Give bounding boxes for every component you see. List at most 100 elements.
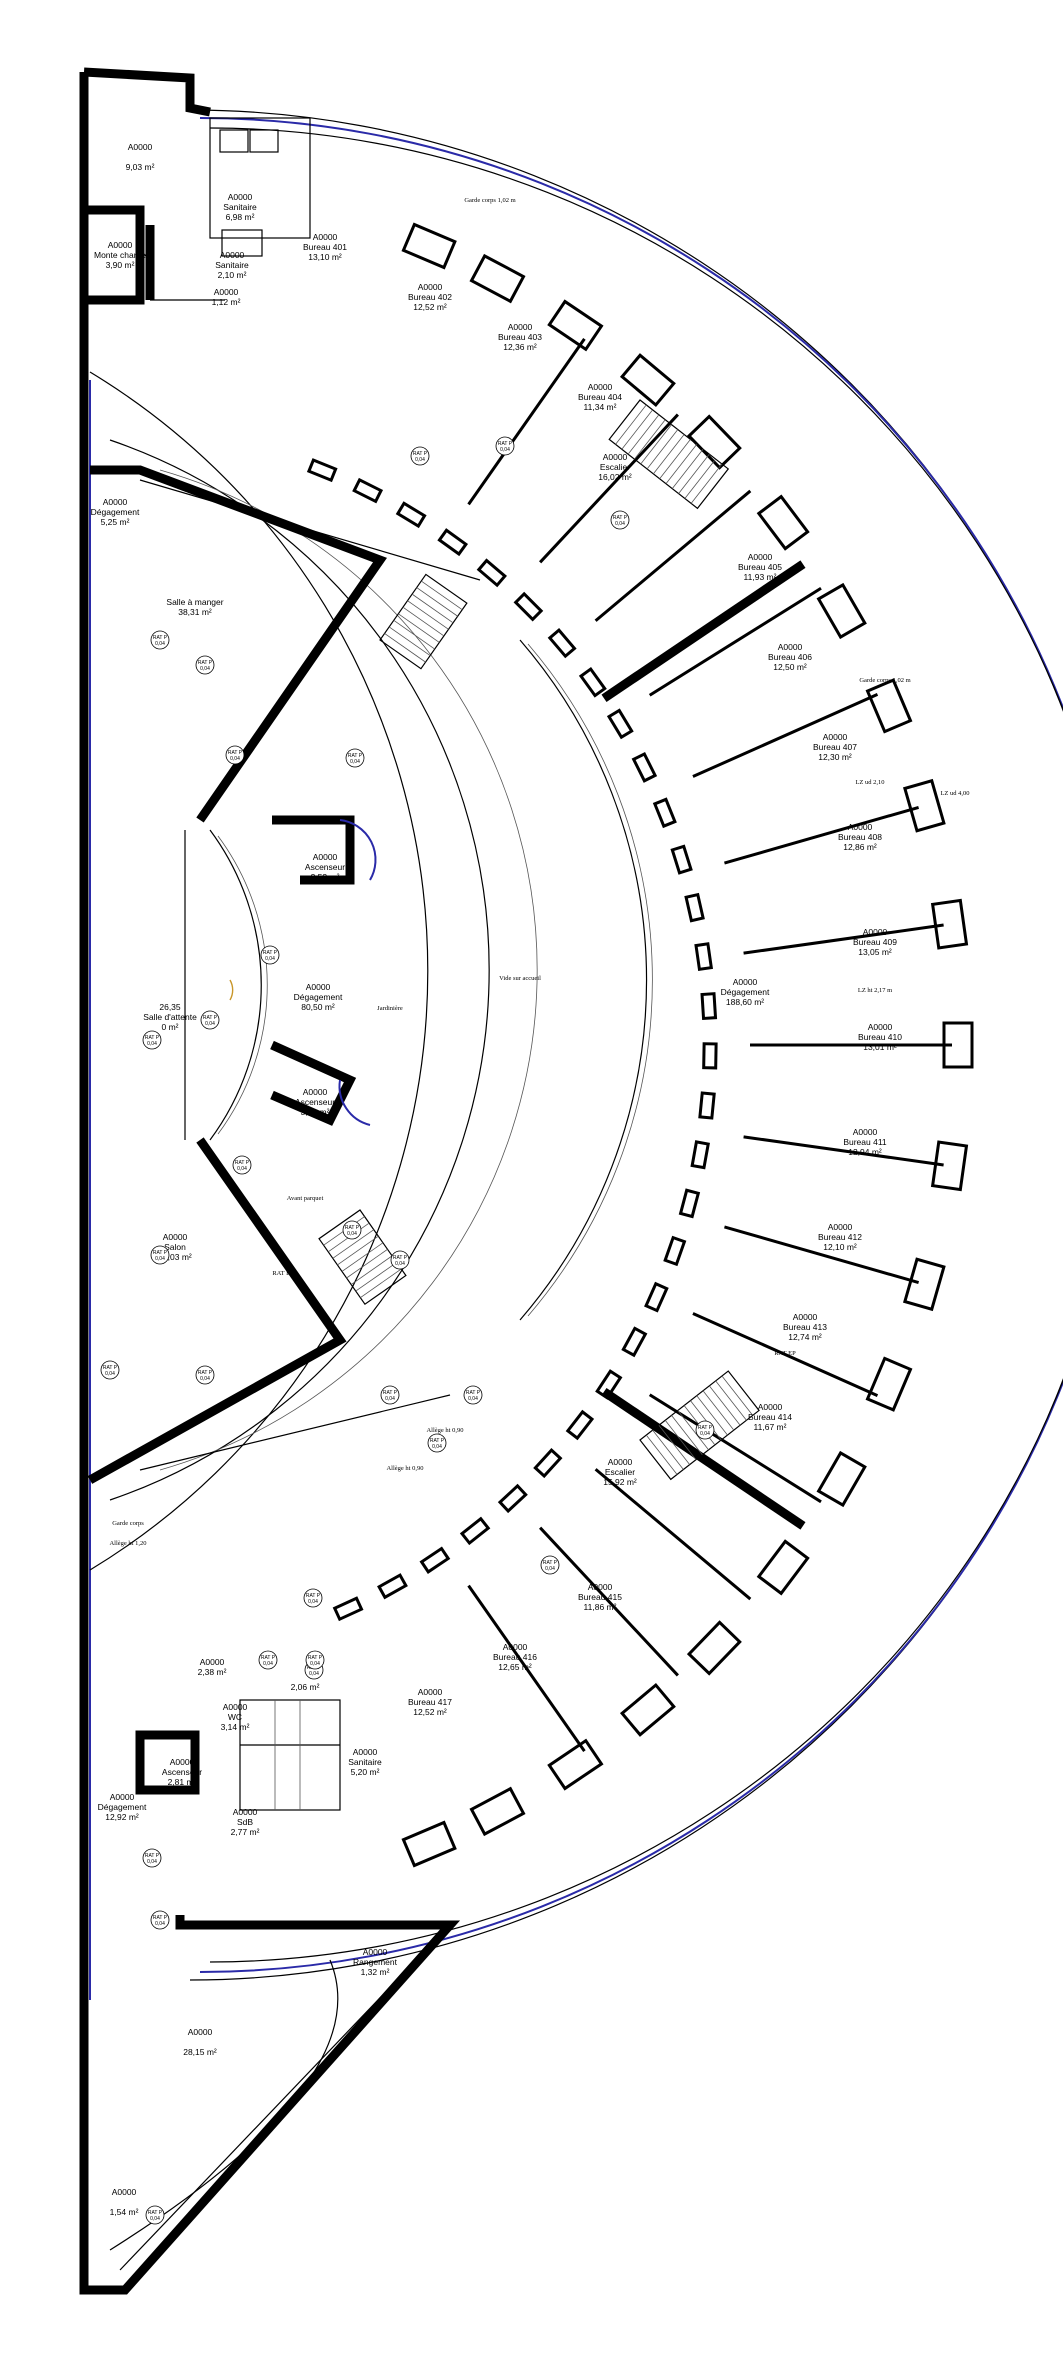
room-label: A0000: [603, 452, 628, 462]
room-label: 12,86 m²: [843, 842, 877, 852]
room-tag-circle: [695, 1420, 715, 1440]
room-label: A0000: [863, 927, 888, 937]
room-tag-text: 0,04: [308, 1599, 318, 1605]
room-tag-text: 0,04: [545, 1566, 555, 1572]
room-label: Bureau 401: [303, 242, 347, 252]
office-partition: [692, 1312, 879, 1397]
room-tag-text: RAT P: [345, 1225, 360, 1231]
facade-pier: [547, 299, 604, 352]
room-tag: RAT P0,04: [150, 1910, 170, 1930]
stair-tread: [640, 424, 672, 465]
room-label: 6,98 m²: [226, 212, 255, 222]
room-label: 1,54 m²: [110, 2207, 139, 2217]
corridor-column: [702, 1042, 718, 1070]
note-code-a: RAT EP: [774, 1350, 796, 1357]
stair-tread: [690, 1400, 722, 1441]
room-label: 1,32 m²: [361, 1967, 390, 1977]
room-label: Dégagement: [721, 987, 770, 997]
room-label: 3,53 m²: [301, 1107, 330, 1117]
room-label: A0000: [733, 977, 758, 987]
room-tag-text: 0,04: [265, 956, 275, 962]
stair-tread: [360, 1268, 402, 1298]
note-garde-corps-right: Garde corps 1,02 m: [859, 677, 910, 684]
room-tag-text: 0,04: [385, 1396, 395, 1402]
room-label: A0000: [303, 1087, 328, 1097]
corridor-column: [652, 797, 677, 829]
room-tag-text: RAT P: [145, 1035, 160, 1041]
stair-tread: [337, 1235, 379, 1266]
room-label: A0000: [588, 382, 613, 392]
room-tag: RAT P0,04: [195, 655, 215, 675]
room-label: A0000: [223, 1702, 248, 1712]
room-tag-text: RAT P: [198, 1370, 213, 1376]
room-label: Bureau 407: [813, 742, 857, 752]
room-tag-circle: [195, 1365, 215, 1385]
room-tag-text: 0,04: [155, 641, 165, 647]
room-label: Escalier: [605, 1467, 635, 1477]
room-tag-circle: [150, 1245, 170, 1265]
stair-tread: [690, 463, 723, 504]
room-tag-circle: [232, 1155, 252, 1175]
room-label: A0000: [313, 852, 338, 862]
office-partition: [594, 1468, 752, 1601]
room-tag-text: RAT P: [306, 1593, 321, 1599]
room-tag-text: 0,04: [230, 756, 240, 762]
room-tag-circle: [258, 1650, 278, 1670]
facade-pier: [756, 494, 810, 551]
note-garde-corps-flat: Garde corps: [112, 1520, 144, 1527]
facade-pier: [930, 898, 969, 950]
room-tag-circle: [463, 1385, 483, 1405]
corridor-column: [621, 1326, 648, 1358]
stair-tread: [671, 449, 704, 489]
room-tag-text: RAT P: [203, 1015, 218, 1021]
note-lz-b: LZ ud 4,00: [940, 790, 969, 797]
room-tag: RAT P0,04: [232, 1155, 252, 1175]
room-label-group: 2,06 m²: [291, 1682, 320, 1692]
stair-tread: [678, 453, 710, 494]
corridor-column: [606, 708, 634, 740]
office-partition: [724, 1225, 920, 1285]
room-tag-text: 0,04: [415, 457, 425, 463]
room-label: A0000: [214, 287, 239, 297]
corridor-column: [476, 558, 507, 588]
stair-tread: [421, 580, 463, 611]
room-label: A0000: [608, 1457, 633, 1467]
room-label: 11,86 m²: [584, 1602, 617, 1612]
room-tag-text: 0,04: [200, 666, 210, 672]
room-tag-circle: [410, 446, 430, 466]
corridor-columns: [306, 458, 718, 1622]
room-tag: RAT P0,04: [495, 436, 515, 456]
room-label: 188,60 m²: [726, 997, 764, 1007]
room-label: 5,20 m²: [351, 1767, 380, 1777]
room-tag-text: 0,04: [200, 1376, 210, 1382]
stair-tread: [346, 1248, 388, 1279]
corridor-column: [513, 591, 544, 622]
stair-tread: [634, 419, 666, 460]
room-tag-text: 0,04: [150, 2216, 160, 2222]
room-label: Bureau 406: [768, 652, 812, 662]
outer-facade-arc: [189, 109, 1063, 1981]
stair-tread: [696, 1395, 728, 1436]
room-label: 12,65 m²: [498, 1662, 532, 1672]
room-label: 12,74 m²: [788, 1332, 822, 1342]
room-label: Ascenseur: [295, 1097, 335, 1107]
room-tag: RAT P0,04: [305, 1650, 325, 1670]
stair-tread: [709, 1385, 741, 1426]
room-tag-circle: [260, 945, 280, 965]
room-label: A0000: [588, 1582, 613, 1592]
room-label: Dégagement: [91, 507, 140, 517]
room-tag: RAT P0,04: [142, 1030, 162, 1050]
stair-tread: [715, 1380, 747, 1421]
dining-room-edge: [139, 479, 481, 581]
room-tag-text: RAT P: [348, 753, 363, 759]
